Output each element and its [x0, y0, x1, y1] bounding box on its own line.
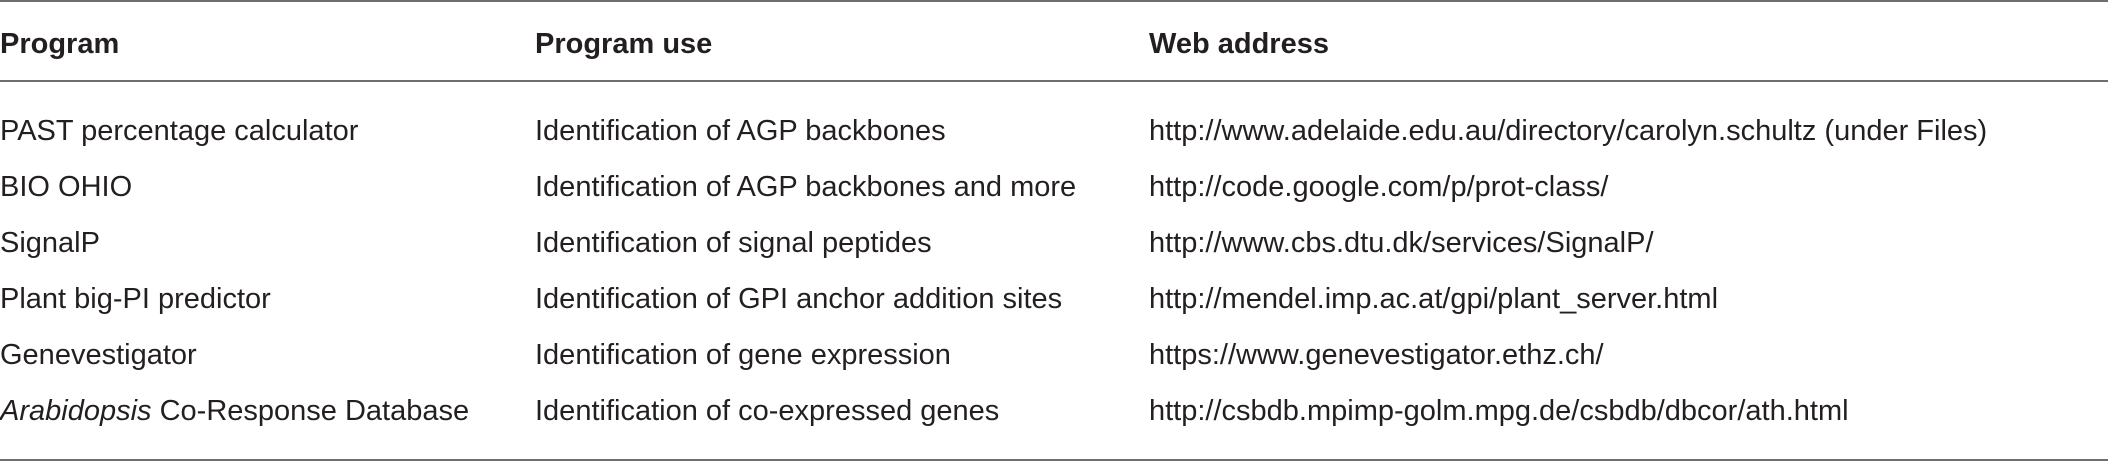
web-address-cell: http://mendel.imp.ac.at/gpi/plant_server… — [1149, 283, 1719, 315]
web-address-cell: http://csbdb.mpimp-golm.mpg.de/csbdb/dbc… — [1149, 395, 1849, 427]
program-cell: SignalP — [0, 221, 100, 265]
program-italic-text: Arabidopsis — [0, 395, 152, 427]
program-cell: Plant big-PI predictor — [0, 277, 271, 321]
header-web-address: Web address — [1149, 28, 1329, 60]
program-cell: PAST percentage calculator — [0, 109, 358, 153]
web-address-cell: http://www.adelaide.edu.au/directory/car… — [1149, 115, 1988, 147]
program-use-cell: Identification of AGP backbones — [535, 115, 946, 147]
table-header-row: Program Program use Web address — [0, 22, 2108, 66]
table-row: Arabidopsis Co-Response Database Identif… — [0, 389, 2108, 445]
program-text: Plant big-PI predictor — [0, 283, 271, 315]
table-top-rule — [0, 0, 2108, 2]
table-row: PAST percentage calculator Identificatio… — [0, 109, 2108, 165]
web-address-cell: http://code.google.com/p/prot-class/ — [1149, 171, 1609, 203]
program-use-cell: Identification of gene expression — [535, 339, 951, 371]
table-row: Genevestigator Identification of gene ex… — [0, 333, 2108, 389]
program-use-cell: Identification of co-expressed genes — [535, 395, 1000, 427]
table-row: Plant big-PI predictor Identification of… — [0, 277, 2108, 333]
program-text: Genevestigator — [0, 339, 197, 371]
program-cell: BIO OHIO — [0, 165, 132, 209]
program-text: SignalP — [0, 227, 100, 259]
program-cell: Arabidopsis Co-Response Database — [0, 389, 469, 433]
web-address-cell: https://www.genevestigator.ethz.ch/ — [1149, 339, 1604, 371]
program-use-cell: Identification of AGP backbones and more — [535, 171, 1077, 203]
program-cell: Genevestigator — [0, 333, 197, 377]
program-text: BIO OHIO — [0, 171, 133, 203]
program-text: PAST percentage calculator — [0, 115, 359, 147]
table-row: BIO OHIO Identification of AGP backbones… — [0, 165, 2108, 221]
table-row: SignalP Identification of signal peptide… — [0, 221, 2108, 277]
program-use-cell: Identification of signal peptides — [535, 227, 932, 259]
web-address-cell: http://www.cbs.dtu.dk/services/SignalP/ — [1149, 227, 1654, 259]
header-program-use: Program use — [535, 28, 713, 60]
table-header-rule — [0, 80, 2108, 82]
header-program: Program — [0, 28, 120, 60]
table-body: PAST percentage calculator Identificatio… — [0, 109, 2108, 445]
table-bottom-rule — [0, 459, 2108, 461]
program-use-cell: Identification of GPI anchor addition si… — [535, 283, 1063, 315]
program-text: Co-Response Database — [151, 395, 470, 427]
